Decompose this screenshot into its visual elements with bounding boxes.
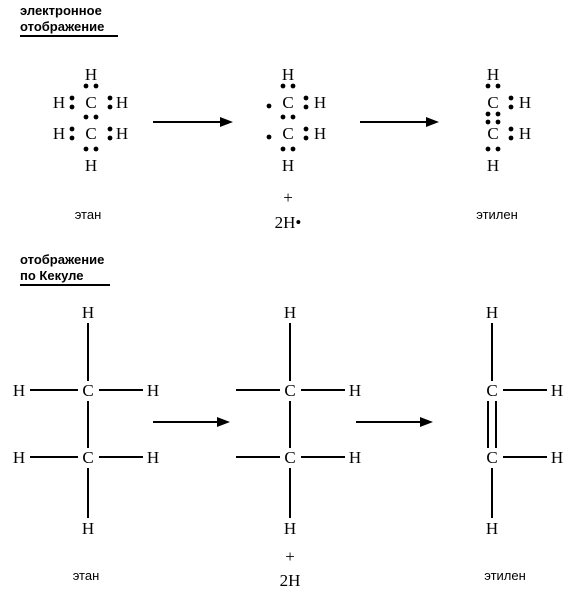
atom-h: H: [282, 156, 294, 175]
atom-c: C: [486, 448, 497, 467]
section-title-kekule-line2: по Кекуле: [20, 268, 83, 283]
atom-c: C: [82, 381, 93, 400]
atom-h: H: [82, 303, 94, 322]
atom-h: H: [284, 303, 296, 322]
atom-h: H: [147, 381, 159, 400]
electronic-ethylene: H C C H H H: [485, 65, 531, 175]
electron-dots: [69, 83, 113, 152]
byproduct-2h-radical: 2H•: [275, 213, 302, 232]
arrow-head: [217, 417, 230, 427]
atom-h: H: [282, 65, 294, 84]
kekule-ethylene: H C C H H H: [486, 303, 563, 538]
atom-c: C: [85, 93, 96, 112]
kekule-intermediate: H C C H H H + 2H: [236, 303, 361, 590]
section-title-kekule-line1: отображение: [20, 252, 104, 267]
atom-h: H: [314, 93, 326, 112]
atom-h: H: [53, 93, 65, 112]
atom-h: H: [284, 519, 296, 538]
section-title-electronic-line2: отображение: [20, 19, 104, 34]
electronic-ethane: H C C H H H H H: [53, 65, 128, 175]
atom-h: H: [82, 519, 94, 538]
atom-c: C: [487, 93, 498, 112]
atom-c: C: [486, 381, 497, 400]
atom-h: H: [487, 65, 499, 84]
atom-h: H: [551, 448, 563, 467]
label-ethane: этан: [75, 207, 102, 222]
byproduct-2h: 2H: [280, 571, 301, 590]
atom-h: H: [487, 156, 499, 175]
label-ethylene: этилен: [476, 207, 518, 222]
atom-c: C: [282, 124, 293, 143]
electronic-intermediate: H C C H H H + 2H•: [266, 65, 326, 232]
kekule-ethane: H C C H H H H H: [13, 303, 159, 538]
plus-sign: +: [283, 188, 293, 207]
atom-h: H: [116, 93, 128, 112]
atom-h: H: [53, 124, 65, 143]
label-ethylene: этилен: [484, 568, 526, 583]
atom-h: H: [551, 381, 563, 400]
atom-h: H: [314, 124, 326, 143]
atom-h: H: [486, 519, 498, 538]
electron-dots: [485, 83, 514, 152]
atom-c: C: [284, 448, 295, 467]
atom-c: C: [82, 448, 93, 467]
electron-dots: [266, 83, 309, 152]
atom-h: H: [85, 156, 97, 175]
section-title-electronic-line1: электронное: [20, 3, 102, 18]
atom-h: H: [486, 303, 498, 322]
arrow-head: [220, 117, 233, 127]
atom-h: H: [85, 65, 97, 84]
label-ethane: этан: [73, 568, 100, 583]
arrow-head: [426, 117, 439, 127]
atom-h: H: [519, 124, 531, 143]
atom-h: H: [519, 93, 531, 112]
atom-c: C: [85, 124, 96, 143]
plus-sign: +: [285, 547, 295, 566]
atom-h: H: [13, 381, 25, 400]
atom-h: H: [147, 448, 159, 467]
atom-h: H: [116, 124, 128, 143]
arrow-head: [420, 417, 433, 427]
atom-c: C: [282, 93, 293, 112]
atom-c: C: [487, 124, 498, 143]
atom-h: H: [349, 381, 361, 400]
atom-c: C: [284, 381, 295, 400]
atom-h: H: [13, 448, 25, 467]
atom-h: H: [349, 448, 361, 467]
